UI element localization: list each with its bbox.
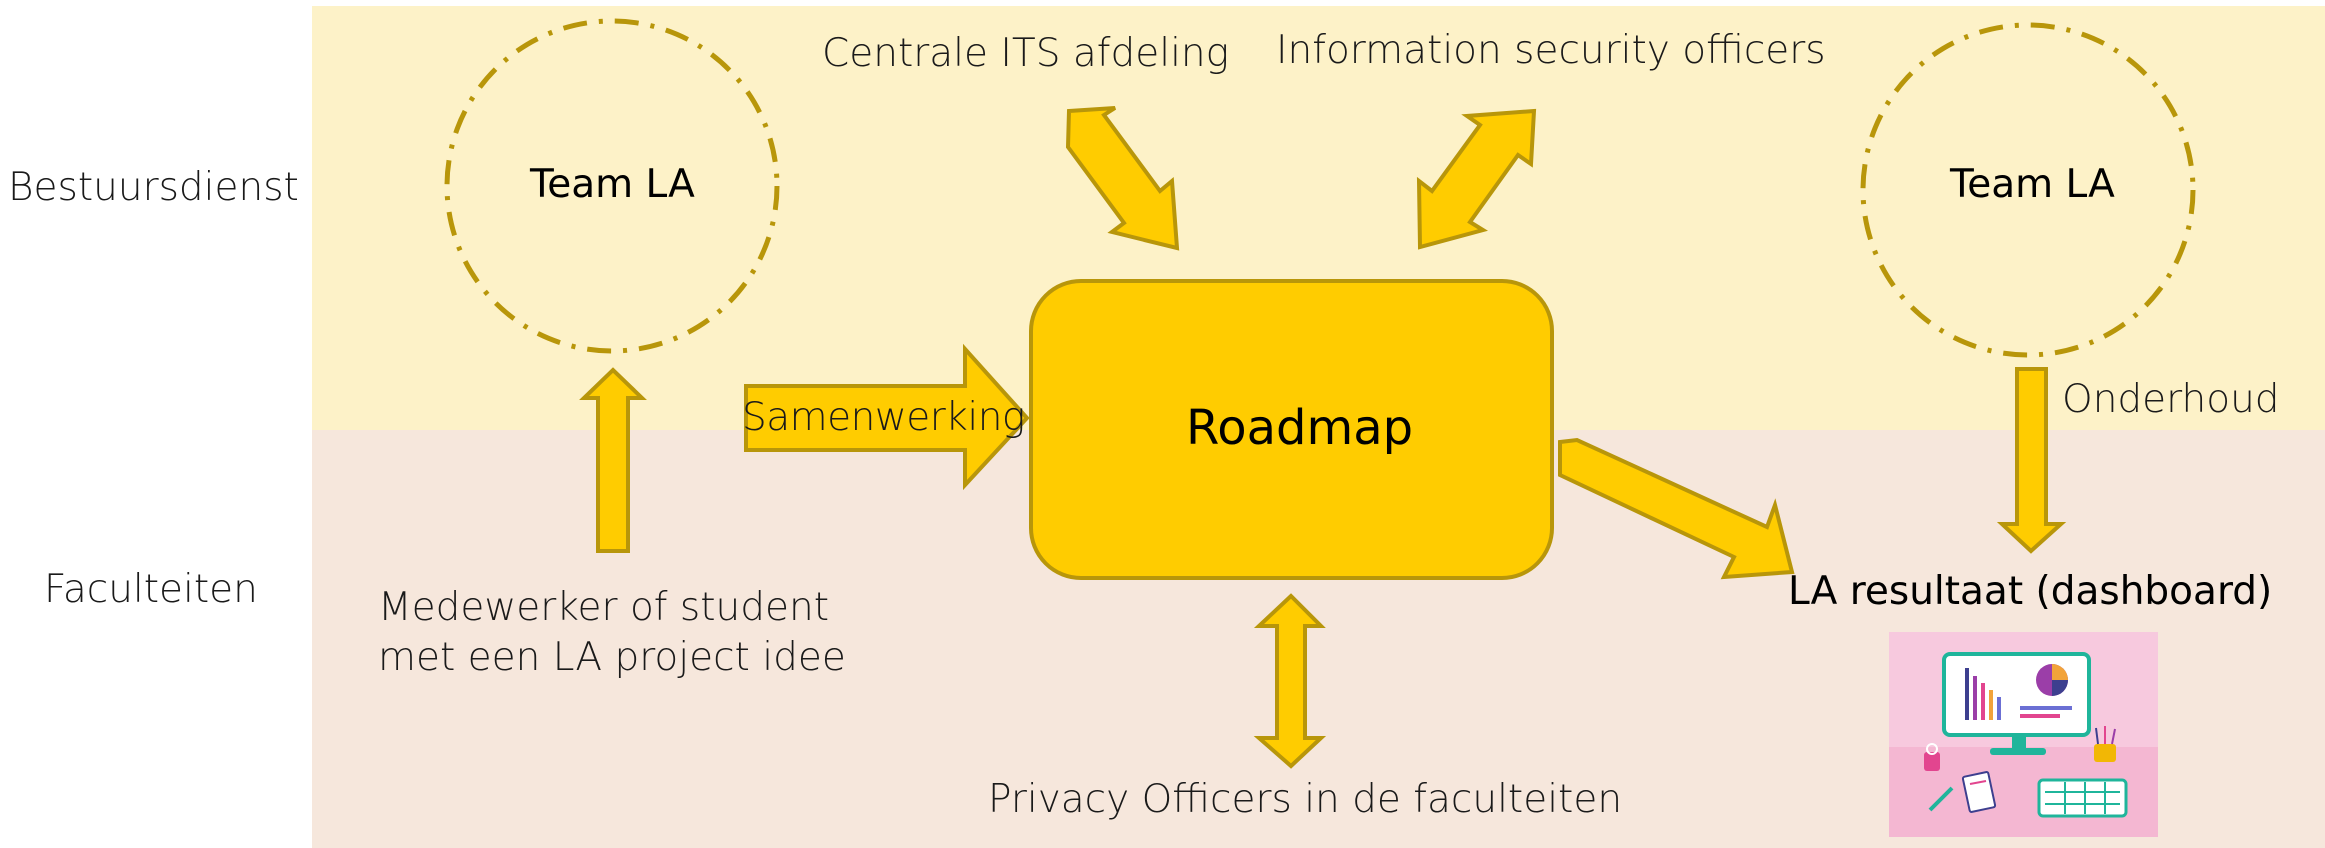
- roadmap-label: Roadmap: [1186, 400, 1414, 456]
- arrow-iso-roadmap: [1416, 108, 1537, 250]
- centrale-its-label: Centrale ITS afdeling: [822, 31, 1230, 76]
- team-la-left-circle: [444, 18, 780, 354]
- arrow-idea-to-team-la: [579, 367, 647, 553]
- samenwerking-label: Samenwerking: [742, 395, 1025, 440]
- medewerker-label-line-2: met een LA project idee: [378, 635, 846, 680]
- arrow-onderhoud: [1996, 367, 2067, 554]
- arrow-roadmap-to-result: [1558, 437, 1795, 580]
- arrow-samenwerking: [744, 343, 1030, 491]
- team-la-right-label: Team LA: [1950, 162, 2115, 207]
- team-la-right-circle: [1860, 22, 2196, 358]
- row-label-bestuursdienst: Bestuursdienst: [8, 165, 299, 210]
- medewerker-label-line-1: Medewerker of student: [378, 585, 830, 630]
- onderhoud-label: Onderhoud: [2062, 377, 2280, 422]
- roadmap-box: [1029, 279, 1554, 580]
- information-security-label: Information security officers: [1276, 28, 1826, 73]
- privacy-officers-label: Privacy Officers in de faculteiten: [988, 777, 1623, 822]
- arrow-centrale-its-roadmap: [1065, 106, 1180, 251]
- team-la-left-label: Team LA: [530, 162, 695, 207]
- row-label-faculteiten: Faculteiten: [44, 567, 258, 612]
- dashboard-desk-illustration-icon: [1889, 632, 2158, 837]
- arrow-roadmap-privacy: [1253, 593, 1327, 769]
- la-resultaat-label: LA resultaat (dashboard): [1788, 569, 2273, 614]
